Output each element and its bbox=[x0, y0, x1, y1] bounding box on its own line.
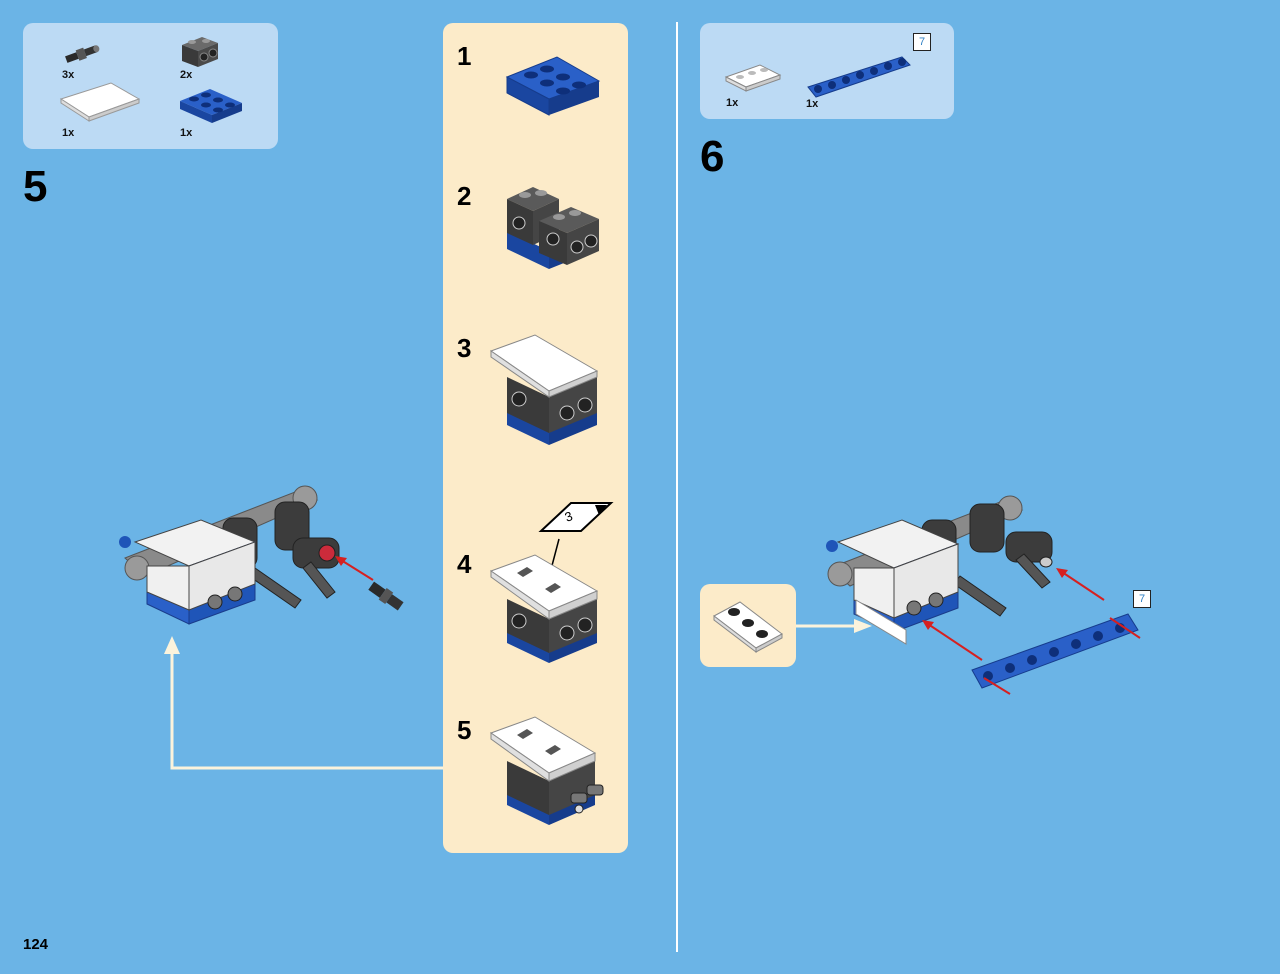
step-number: 5 bbox=[23, 162, 48, 211]
substep-2-technic-bricks-icon bbox=[507, 187, 599, 269]
sticker-callout-icon bbox=[538, 502, 614, 532]
beam-length-callout: 7 bbox=[913, 33, 931, 51]
page-divider bbox=[676, 22, 678, 952]
substep-number: 5 bbox=[457, 715, 472, 745]
substep-1-blue-plate-icon bbox=[505, 56, 601, 116]
substep-number: 1 bbox=[457, 41, 472, 71]
step6-subcallout-panel bbox=[700, 584, 796, 667]
blue-beam-7-icon bbox=[807, 56, 911, 98]
subassembly-connector-arrow bbox=[164, 636, 443, 770]
step5-assembly-illustration bbox=[119, 485, 404, 625]
substep-4-stickered-block-icon bbox=[489, 538, 599, 663]
white-tile-icon bbox=[59, 82, 141, 122]
white-plate-1x3-icon bbox=[724, 64, 782, 92]
part-qty: 1x bbox=[62, 127, 75, 139]
technic-brick-1x2-icon bbox=[182, 37, 218, 67]
substep-3-tile-on-bricks-icon bbox=[489, 334, 599, 445]
subcallout-arrow bbox=[796, 619, 872, 633]
step5-parts-box: 3x 2x 1x 1x bbox=[23, 23, 278, 149]
subassembly-panel: 1 2 3 bbox=[443, 23, 628, 853]
beam-length-callout: 7 bbox=[1133, 590, 1151, 608]
step-number: 6 bbox=[700, 132, 725, 181]
pin-with-bush-icon bbox=[65, 45, 100, 63]
substep-number: 2 bbox=[457, 181, 472, 211]
part-qty: 1x bbox=[726, 97, 739, 109]
blue-plate-2x3-icon bbox=[180, 89, 242, 123]
part-qty: 1x bbox=[806, 98, 819, 110]
part-qty: 1x bbox=[180, 127, 193, 139]
page-number: 124 bbox=[23, 936, 49, 953]
step6-assembly-illustration bbox=[826, 495, 1141, 695]
white-plate-1x3-icon bbox=[713, 601, 783, 654]
substep-number: 4 bbox=[457, 549, 472, 579]
part-qty: 2x bbox=[180, 69, 193, 81]
substep-5-with-pins-icon bbox=[489, 716, 604, 825]
part-qty: 3x bbox=[62, 69, 75, 81]
step6-parts-box: 1x 1x 7 bbox=[700, 23, 954, 119]
substep-number: 3 bbox=[457, 333, 472, 363]
